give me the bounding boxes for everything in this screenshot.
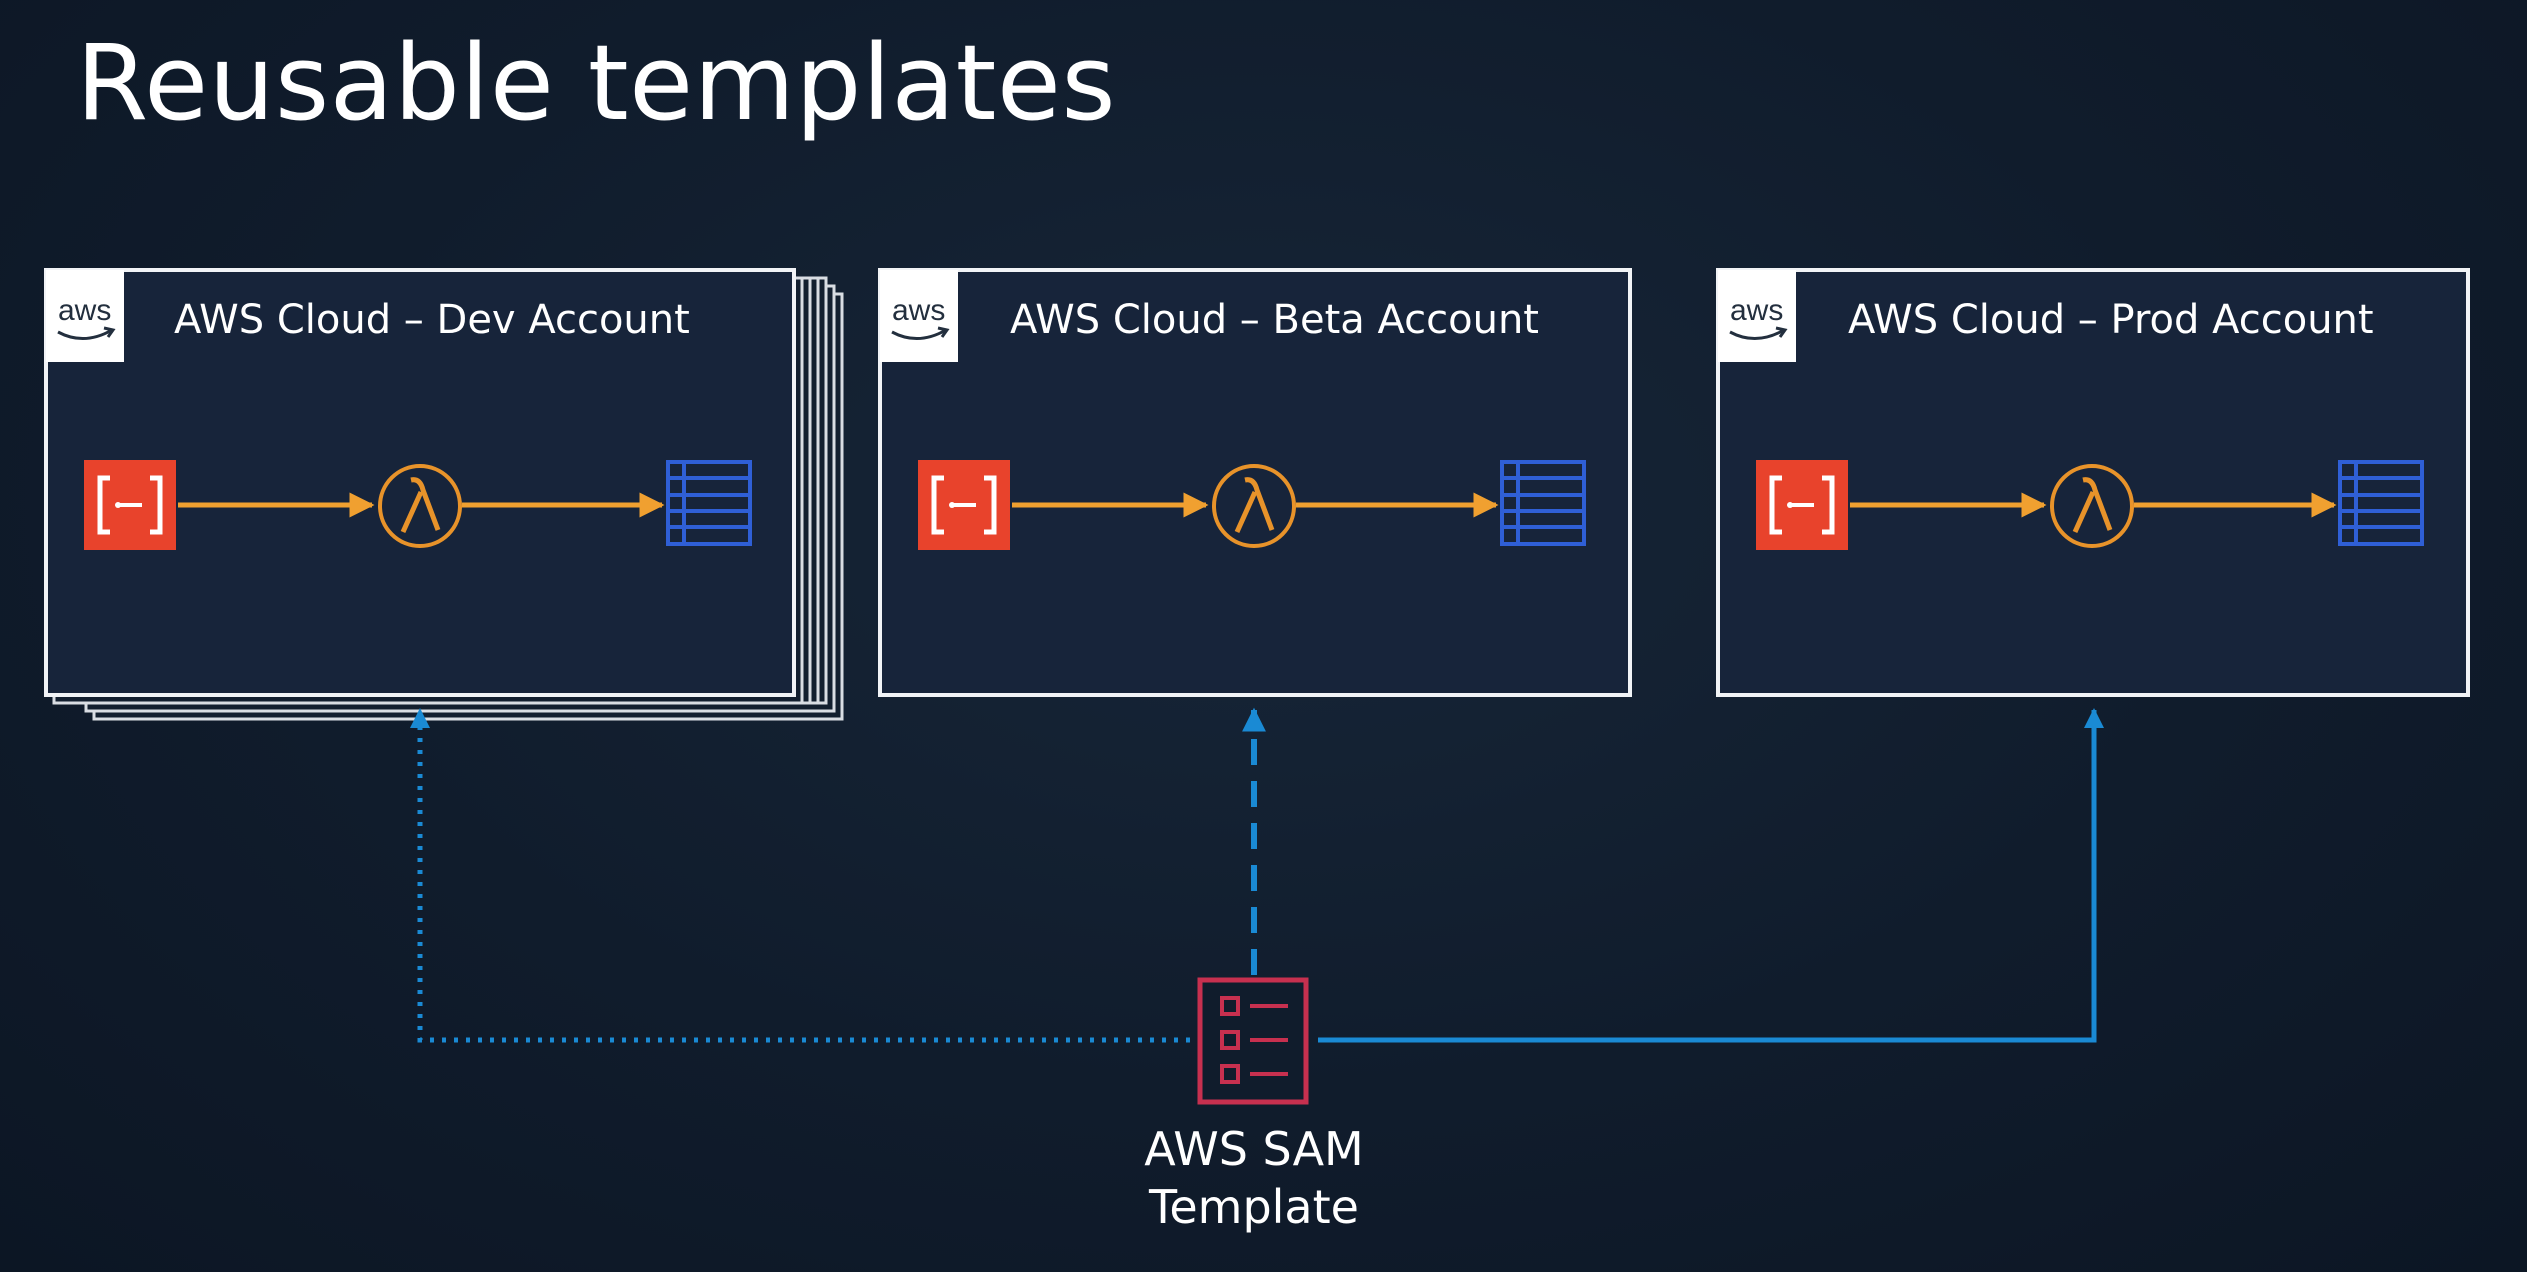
svg-text:aws: aws — [58, 294, 111, 327]
sam-label-line1: AWS SAM — [1144, 1122, 1364, 1176]
aws-logo-icon: aws — [1718, 270, 1796, 362]
account-title: AWS Cloud – Dev Account — [174, 297, 690, 343]
svg-text:aws: aws — [892, 294, 945, 327]
sam-template-label: AWS SAM Template — [1054, 1120, 1454, 1236]
database-table-icon — [2338, 460, 2424, 546]
account-title: AWS Cloud – Prod Account — [1848, 297, 2374, 343]
database-table-icon — [1500, 460, 1586, 546]
database-table-icon — [666, 460, 752, 546]
account-title: AWS Cloud – Beta Account — [1010, 297, 1539, 343]
api-gateway-icon — [84, 460, 176, 550]
template-document-icon — [1197, 977, 1309, 1105]
api-gateway-icon — [918, 460, 1010, 550]
lambda-icon — [1212, 464, 1296, 548]
lambda-icon — [378, 464, 462, 548]
api-gateway-icon — [1756, 460, 1848, 550]
connector-dev-dotted — [410, 708, 1190, 1043]
slide-title: Reusable templates — [76, 22, 1117, 144]
account-prod: aws AWS Cloud – Prod Account — [1716, 268, 2470, 697]
sam-label-line2: Template — [1149, 1180, 1359, 1234]
connector-prod-solid — [1318, 708, 2104, 1043]
aws-logo-icon: aws — [46, 270, 124, 362]
aws-logo-icon: aws — [880, 270, 958, 362]
account-beta: aws AWS Cloud – Beta Account — [878, 268, 1632, 697]
lambda-icon — [2050, 464, 2134, 548]
svg-text:aws: aws — [1730, 294, 1783, 327]
account-dev: aws AWS Cloud – Dev Account — [44, 268, 844, 721]
